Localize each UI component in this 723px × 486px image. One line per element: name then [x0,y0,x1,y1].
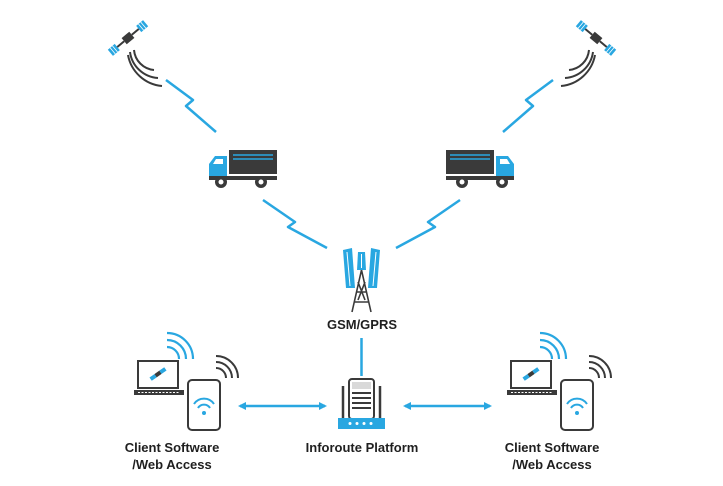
satellite-icon-right [560,19,617,87]
signal-waves-icon-left [166,331,239,379]
client-devices-left [133,331,239,431]
router-server-icon [338,378,385,429]
signal-link-satellite-left-truck [165,78,217,133]
client-label-right-line1: Client Software [504,440,600,455]
cell-tower-icon [343,248,380,313]
laptop-icon-right [506,360,558,396]
laptop-icon-left [133,360,185,396]
truck-icon-right [445,149,515,189]
client-label-right: Client Software /Web Access [482,439,622,473]
signal-link-truck-right-tower [395,198,461,250]
signal-waves-icon-right [539,331,612,379]
client-label-right-line2: /Web Access [512,457,592,472]
signal-link-truck-left-tower [262,198,328,250]
client-devices-right [506,331,612,431]
signal-link-satellite-right-truck [502,78,554,133]
client-label-left-line1: Client Software [124,440,220,455]
platform-label: Inforoute Platform [305,440,419,455]
client-label-left: Client Software /Web Access [102,439,242,473]
client-label-left-line2: /Web Access [132,457,212,472]
gsm-gprs-label: GSM/GPRS [326,317,398,332]
smartphone-icon-right [560,379,594,431]
satellite-icon-left [107,19,163,87]
smartphone-icon-left [187,379,221,431]
truck-icon-left [208,149,278,189]
